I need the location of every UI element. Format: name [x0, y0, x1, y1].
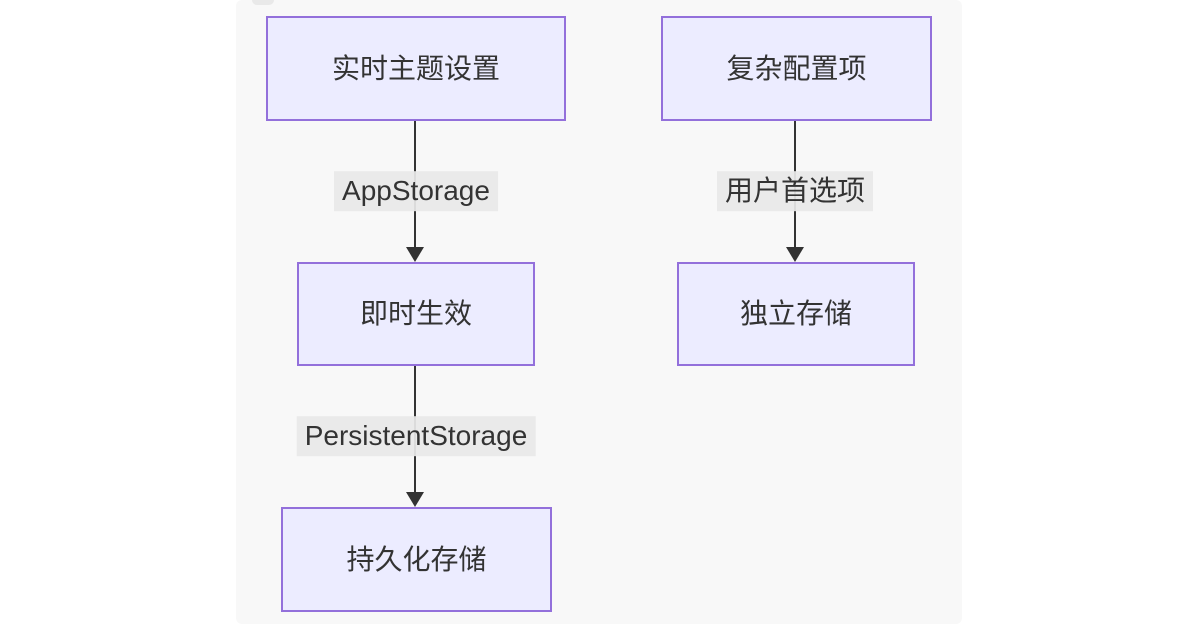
node-persistent-storage: 持久化存储: [281, 507, 552, 612]
node-immediate-effect: 即时生效: [297, 262, 535, 366]
arrowhead-icon: [786, 247, 804, 262]
edge-label-user-preferences: 用户首选项: [716, 171, 874, 211]
node-realtime-theme-setting: 实时主题设置: [266, 16, 566, 121]
node-complex-config-item: 复杂配置项: [661, 16, 932, 121]
node-label: 即时生效: [359, 298, 472, 330]
node-label: 实时主题设置: [331, 52, 500, 84]
diagram-canvas: 实时主题设置 AppStorage 即时生效 PersistentStorage…: [236, 0, 962, 624]
node-independent-storage: 独立存储: [677, 262, 915, 366]
cropped-ui-fragment: [252, 0, 274, 5]
node-label: 复杂配置项: [726, 52, 867, 84]
node-label: 持久化存储: [346, 543, 487, 575]
arrowhead-icon: [406, 247, 424, 262]
arrowhead-icon: [406, 492, 424, 507]
edge-label-persistentstorage: PersistentStorage: [296, 416, 536, 456]
node-label: 独立存储: [739, 298, 852, 330]
edge-label-appstorage: AppStorage: [334, 171, 498, 211]
